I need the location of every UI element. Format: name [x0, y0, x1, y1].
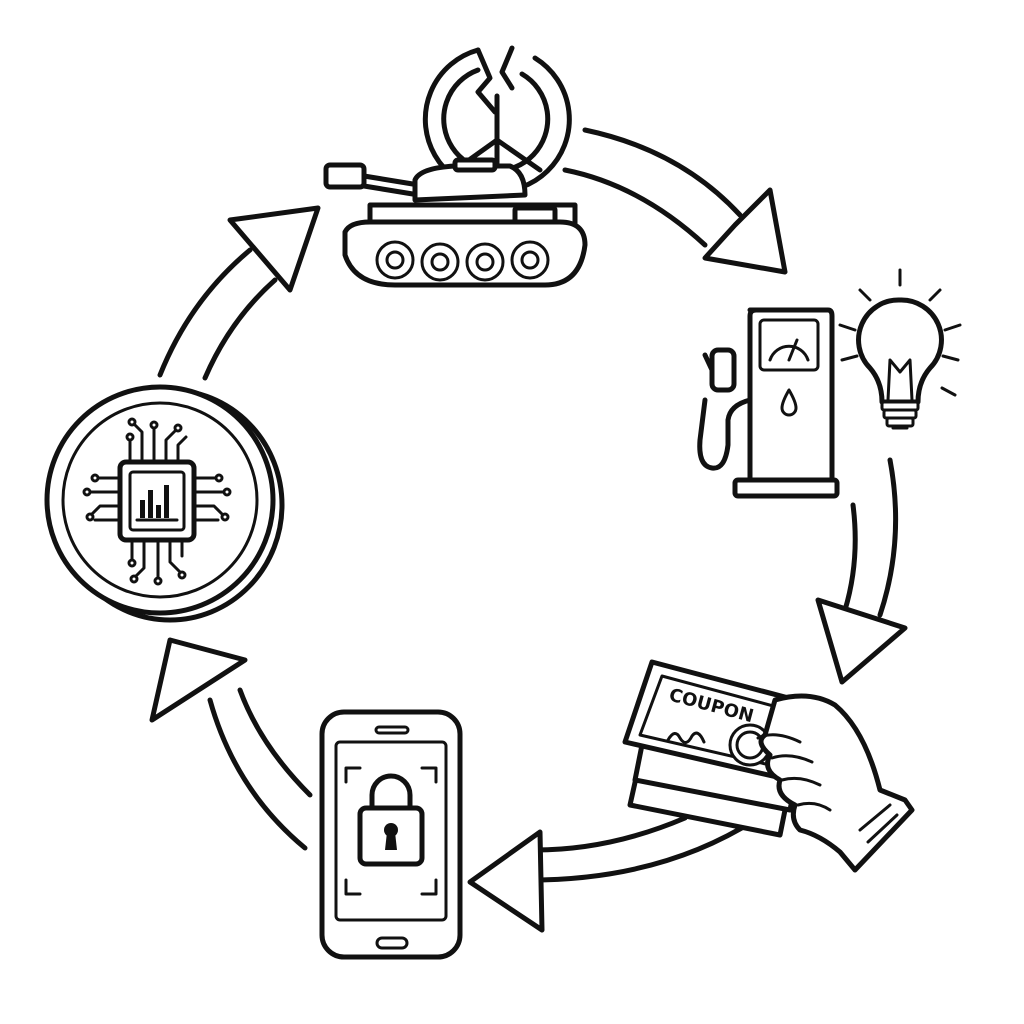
- phone-lock-icon: [319, 709, 463, 960]
- chip-coin-icon: [44, 384, 285, 623]
- cycle-arrow-3: [467, 815, 758, 933]
- cycle-arrow-1: [562, 127, 788, 275]
- hand-icon: [756, 693, 915, 873]
- cycle-arrow-2: [815, 457, 908, 685]
- fuel-pump-icon: [697, 307, 840, 499]
- cycle-arrow-4: [149, 637, 313, 851]
- cycle-arrow-5: [157, 205, 321, 381]
- tank-icon: [323, 157, 588, 288]
- light-bulb-icon: [838, 268, 962, 430]
